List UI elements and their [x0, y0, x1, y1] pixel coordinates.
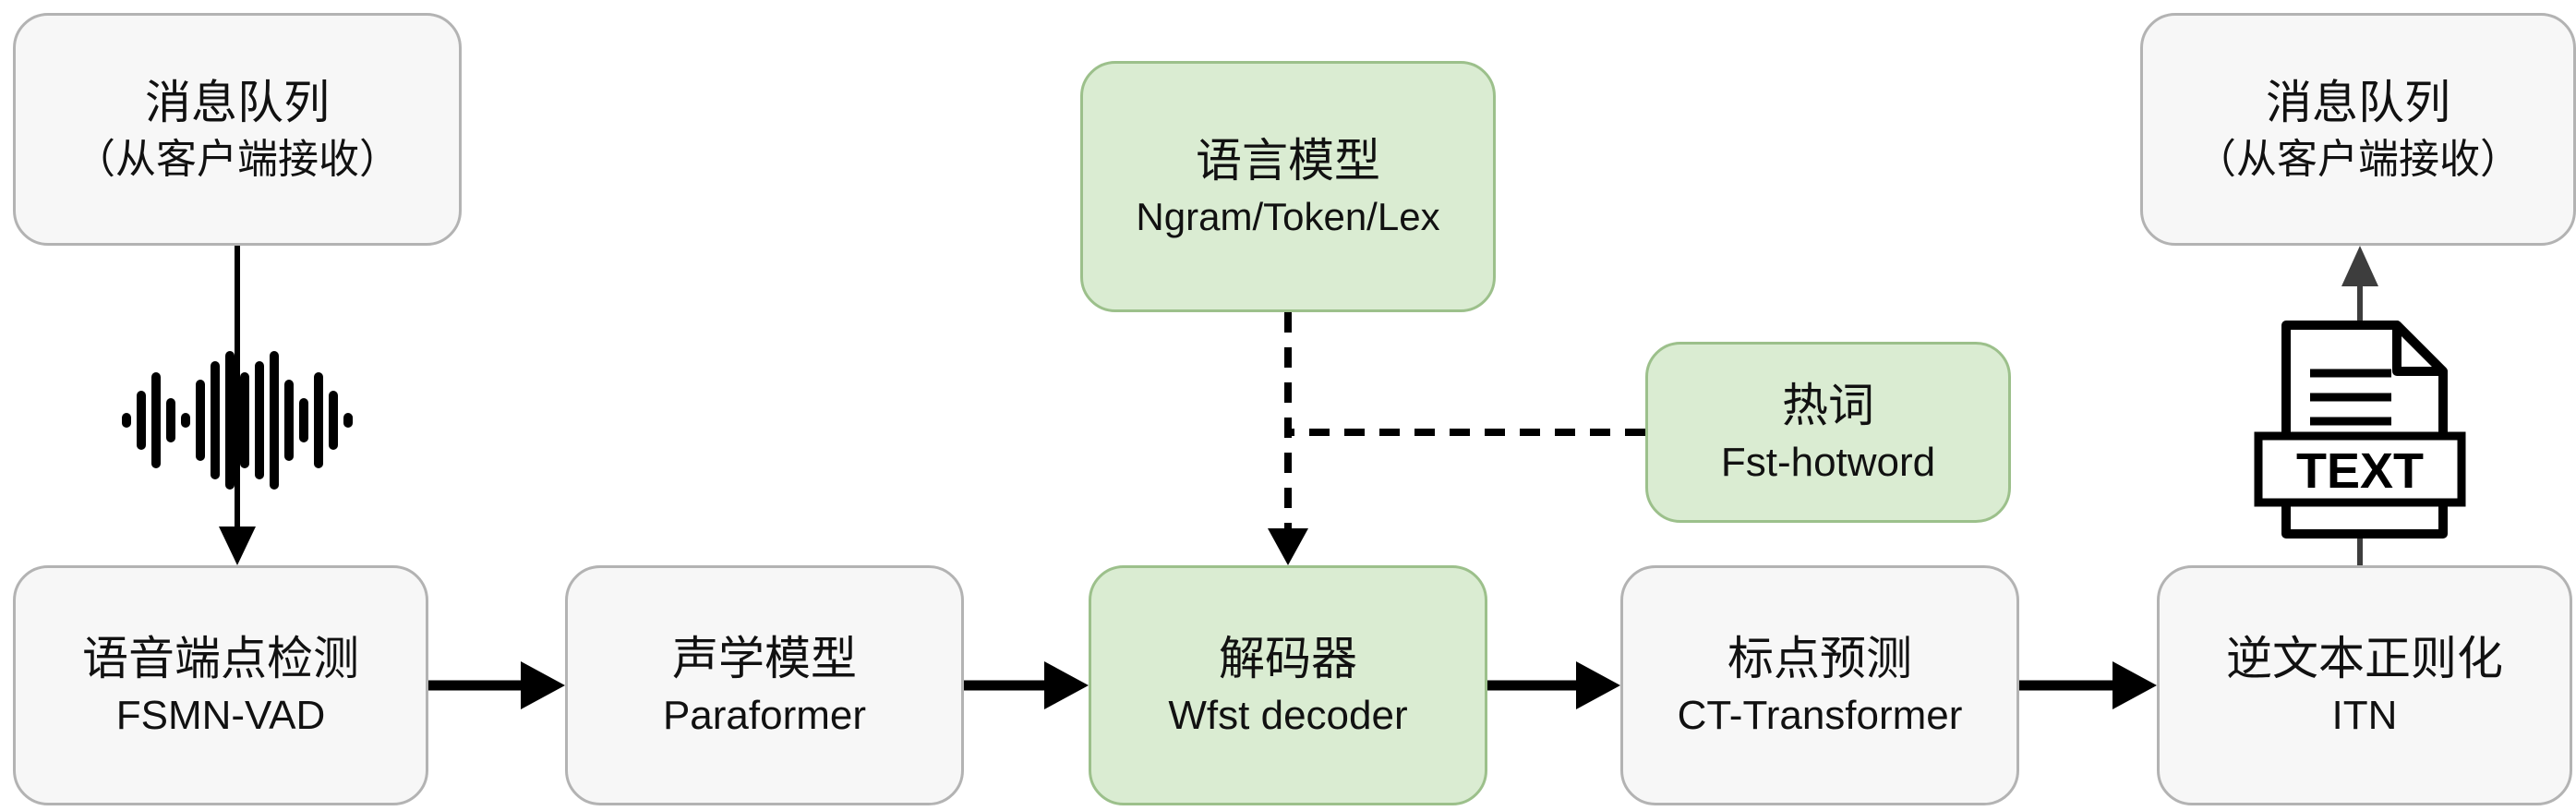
node-punctuation: 标点预测 CT-Transformer [1620, 565, 2019, 805]
edge-punc-to-itn [2019, 661, 2157, 709]
node-hotword-subtitle: Fst-hotword [1720, 439, 1936, 485]
edge-vad-to-am [428, 661, 565, 709]
edge-decoder-to-punc [1487, 661, 1620, 709]
node-acoustic-model-subtitle: Paraformer [662, 692, 867, 738]
node-message-queue-output: 消息队列 （从客户端接收） [2140, 13, 2576, 246]
node-message-queue-output-title: 消息队列 [2266, 76, 2450, 128]
node-vad: 语音端点检测 FSMN-VAD [13, 565, 428, 805]
node-hotword: 热词 Fst-hotword [1645, 342, 2011, 523]
node-punctuation-subtitle: CT-Transformer [1677, 692, 1963, 738]
node-message-queue-input-title: 消息队列 [145, 76, 330, 128]
edge-lm-to-decoder [1268, 312, 1308, 565]
node-itn-subtitle: ITN [2331, 692, 2398, 738]
node-hotword-title: 热词 [1782, 379, 1874, 431]
node-punctuation-title: 标点预测 [1727, 632, 1912, 684]
node-vad-subtitle: FSMN-VAD [115, 692, 326, 738]
text-file-icon: TEXT [2254, 321, 2466, 539]
node-vad-title: 语音端点检测 [82, 632, 359, 684]
edge-mqin-to-vad [219, 246, 256, 565]
node-language-model-title: 语言模型 [1196, 135, 1380, 188]
text-file-label: TEXT [2296, 443, 2424, 499]
node-language-model: 语言模型 Ngram/Token/Lex [1080, 61, 1496, 312]
edge-am-to-decoder [964, 661, 1089, 709]
node-message-queue-output-subtitle: （从客户端接收） [2196, 136, 2521, 182]
node-decoder: 解码器 Wfst decoder [1089, 565, 1487, 805]
node-itn: 逆文本正则化 ITN [2157, 565, 2572, 805]
node-language-model-subtitle: Ngram/Token/Lex [1136, 195, 1440, 239]
node-acoustic-model-title: 声学模型 [672, 632, 857, 684]
audio-waveform-icon [122, 351, 353, 490]
node-decoder-subtitle: Wfst decoder [1168, 692, 1408, 738]
node-message-queue-input-subtitle: （从客户端接收） [75, 136, 400, 182]
node-decoder-title: 解码器 [1219, 632, 1357, 684]
node-itn-title: 逆文本正则化 [2226, 632, 2503, 684]
node-acoustic-model: 声学模型 Paraformer [565, 565, 964, 805]
node-message-queue-input: 消息队列 （从客户端接收） [13, 13, 462, 246]
